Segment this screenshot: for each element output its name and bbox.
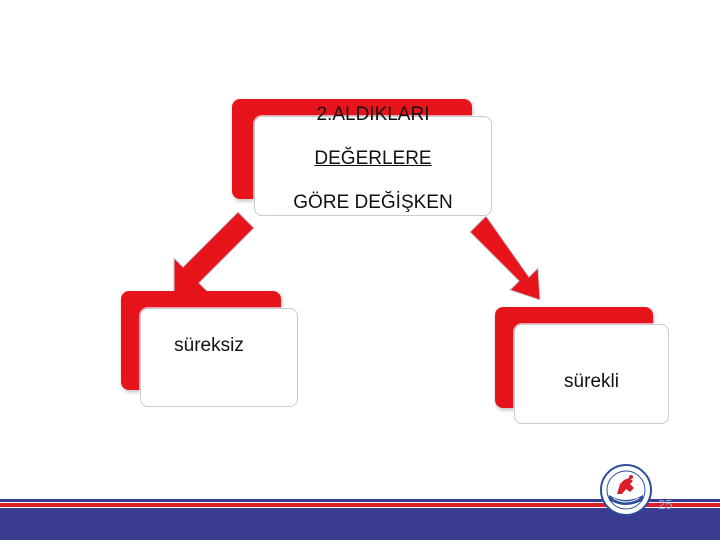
university-seal-logo [600, 464, 652, 516]
arrow-to-surekli [469, 215, 541, 301]
footer-blue-band [0, 508, 720, 540]
footer-red-line [0, 503, 720, 507]
root-node-line-1: 2.ALDIKLARI [316, 104, 430, 125]
right-node-box: sürekli [514, 324, 669, 424]
right-node-label: sürekli [564, 371, 619, 392]
left-node-box: süreksiz [140, 308, 298, 407]
left-node-label: süreksiz [174, 335, 244, 356]
root-node-line-3: GÖRE DEĞİŞKEN [293, 192, 453, 213]
root-node-box: 2.ALDIKLARI DEĞERLERE GÖRE DEĞİŞKEN [254, 104, 492, 216]
footer-thin-blue-line [0, 499, 720, 502]
root-node-line-2: DEĞERLERE [314, 148, 432, 169]
page-number: 25 [658, 497, 673, 512]
arrow-to-sureksiz [173, 211, 255, 293]
